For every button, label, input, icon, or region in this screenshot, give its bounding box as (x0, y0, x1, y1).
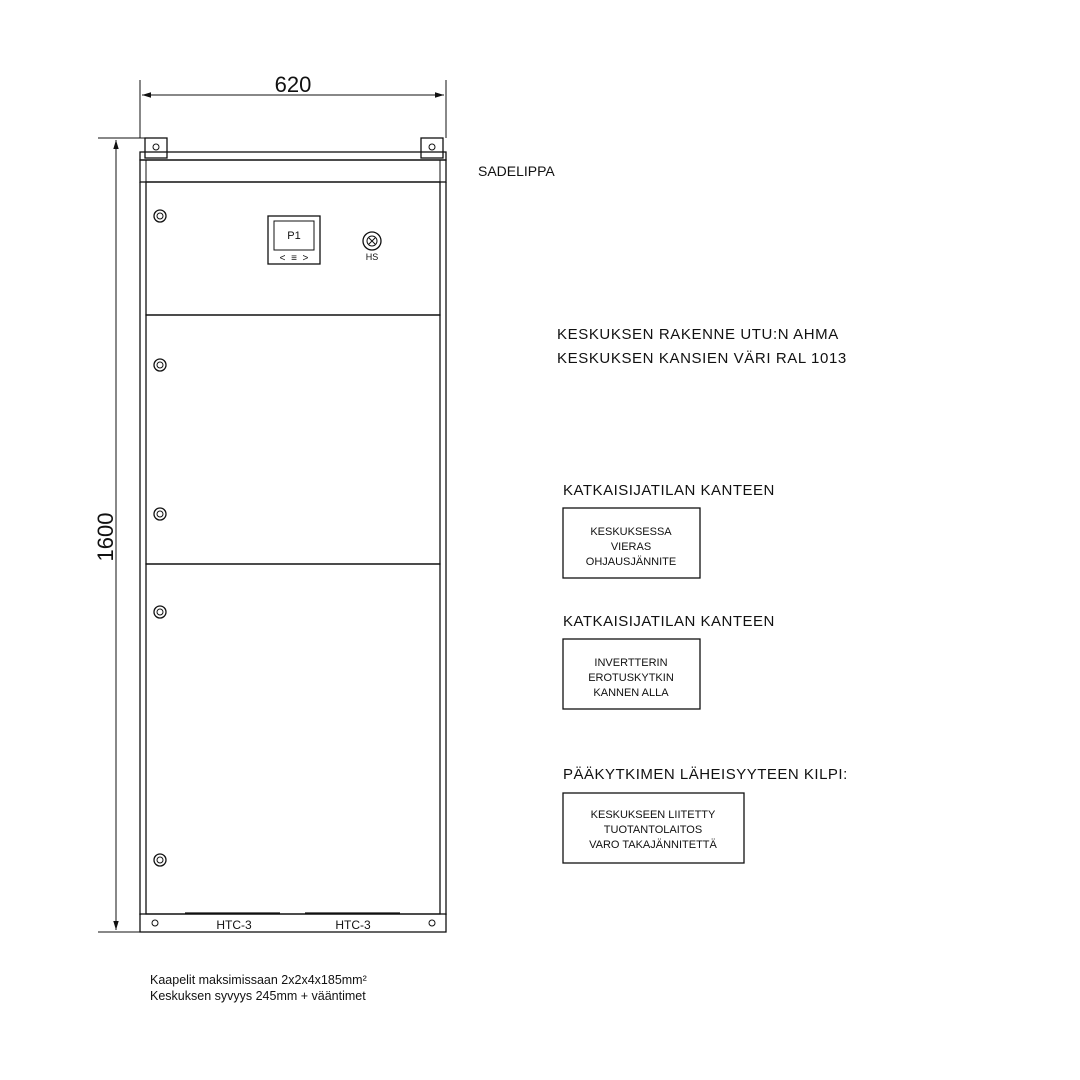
top-left-lug-hole (152, 143, 160, 151)
lock-icon (153, 507, 167, 521)
sign-heading: KATKAISIJATILAN KANTEEN (563, 613, 775, 630)
sign-plate (562, 638, 701, 710)
sign-line: EROTUSKYTKIN (588, 672, 674, 684)
sign-line: KESKUKSESSA (590, 526, 672, 538)
sign-plate (562, 507, 701, 579)
meter-display: P1 < ≡ > (267, 215, 321, 265)
gland-left-label: HTC-3 (216, 918, 252, 932)
footer-depth: Keskuksen syvyys 245mm + vääntimet (150, 989, 366, 1003)
sign-line: INVERTTERIN (594, 657, 667, 669)
sign-line: OHJAUSJÄNNITE (586, 556, 676, 568)
sign-line: KANNEN ALLA (593, 687, 669, 699)
warning-sign-1: KATKAISIJATILAN KANTEEN KESKUKSESSA VIER… (562, 482, 775, 579)
base-left-hole (151, 919, 159, 927)
cabinet: HTC-3 HTC-3 P1 < ≡ > (139, 137, 447, 933)
rain-flap (139, 159, 447, 183)
gland-right-label: HTC-3 (335, 918, 371, 932)
rain-flap-top-strip (139, 151, 447, 161)
sign-plate (562, 792, 745, 864)
note-construction: KESKUKSEN RAKENNE UTU:N AHMA (557, 326, 839, 343)
upper-panel (145, 181, 441, 316)
base-right-hole (428, 919, 436, 927)
sign-line: TUOTANTOLAITOS (604, 824, 702, 836)
rain-flap-label: SADELIPPA (478, 163, 555, 179)
lower-panel (145, 563, 441, 915)
top-right-lug-hole (428, 143, 436, 151)
switch-label: HS (366, 252, 379, 262)
width-dimension: 620 (139, 72, 447, 138)
sign-line: KESKUKSEEN LIITETTY (591, 809, 716, 821)
sign-line: VARO TAKAJÄNNITETTÄ (589, 839, 717, 851)
lock-icon (153, 605, 167, 619)
top-right-lug (420, 137, 444, 159)
warning-sign-2: KATKAISIJATILAN KANTEEN INVERTTERIN EROT… (562, 613, 775, 710)
display-label: P1 (287, 230, 300, 242)
lock-icon (153, 853, 167, 867)
main-switch-icon: HS (362, 231, 382, 262)
top-left-lug (144, 137, 168, 159)
height-dimension: 1600 (93, 137, 146, 933)
middle-panel (145, 314, 441, 565)
note-cover-color: KESKUKSEN KANSIEN VÄRI RAL 1013 (557, 350, 847, 367)
display-buttons: < ≡ > (280, 253, 309, 264)
cabinet-base (139, 913, 447, 933)
warning-sign-3: PÄÄKYTKIMEN LÄHEISYYTEEN KILPI: KESKUKSE… (562, 766, 848, 864)
lock-icon (153, 358, 167, 372)
sign-heading: KATKAISIJATILAN KANTEEN (563, 482, 775, 499)
height-label: 1600 (93, 513, 118, 562)
lock-icon (153, 209, 167, 223)
sign-heading: PÄÄKYTKIMEN LÄHEISYYTEEN KILPI: (563, 766, 848, 783)
footer-cables: Kaapelit maksimissaan 2x2x4x185mm² (150, 973, 367, 987)
width-label: 620 (275, 72, 312, 97)
sign-line: VIERAS (611, 541, 651, 553)
